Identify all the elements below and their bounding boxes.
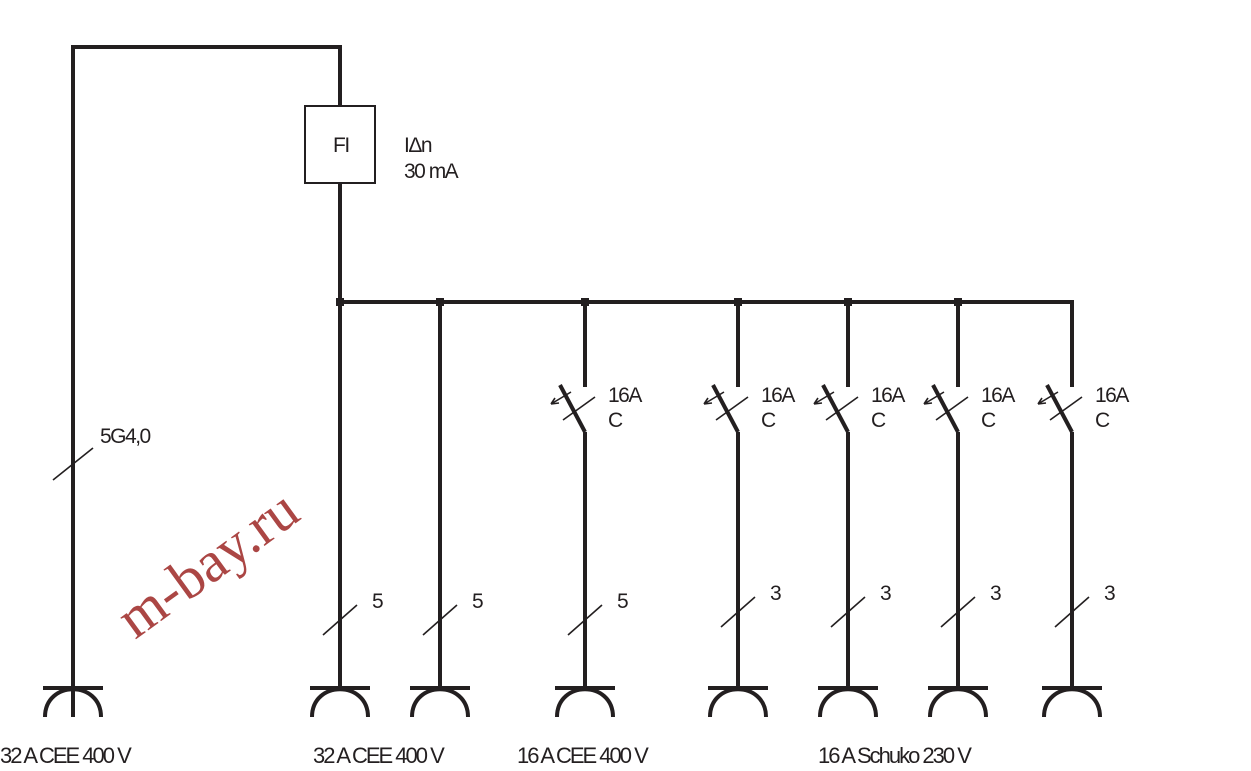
socket-icon bbox=[1042, 687, 1102, 718]
feed-line bbox=[71, 45, 342, 717]
socket-icon bbox=[410, 687, 470, 718]
wire-count: 5 bbox=[372, 590, 383, 613]
rcd-rating-2: 30 mA bbox=[404, 160, 459, 183]
cable-tick bbox=[940, 596, 976, 628]
cable-tick bbox=[52, 447, 94, 481]
breaker-characteristic: C bbox=[608, 409, 623, 432]
arrow-icon bbox=[703, 391, 725, 405]
cable-tick bbox=[422, 604, 458, 636]
arrow-icon bbox=[923, 391, 945, 405]
breaker-contact bbox=[711, 384, 740, 433]
breaker-characteristic: C bbox=[761, 409, 776, 432]
breaker-trip-mark bbox=[1049, 396, 1083, 421]
wire-count: 5 bbox=[472, 590, 483, 613]
wire-count: 5 bbox=[617, 590, 628, 613]
breaker-contact bbox=[931, 384, 960, 433]
rcd-label: FI bbox=[333, 134, 349, 157]
socket-label: 32 A CEE 400 V bbox=[313, 743, 445, 768]
breaker-characteristic: C bbox=[871, 409, 886, 432]
cable-tick bbox=[322, 604, 358, 636]
breaker-rating: 16A bbox=[1095, 384, 1129, 407]
arrow-icon bbox=[813, 391, 835, 405]
socket-icon bbox=[555, 687, 615, 718]
rcd-rating-1: IΔn bbox=[404, 134, 432, 157]
cable-tick bbox=[830, 596, 866, 628]
breaker-contact bbox=[821, 384, 850, 433]
cable-tick bbox=[567, 604, 603, 636]
feed-cable-label: 5G4,0 bbox=[100, 425, 151, 448]
cable-tick bbox=[1054, 596, 1090, 628]
arrow-icon bbox=[550, 391, 572, 405]
socket-icon bbox=[310, 687, 370, 718]
cable-tick bbox=[720, 596, 756, 628]
watermark: m-bay.ru bbox=[104, 476, 310, 650]
breaker-trip-mark bbox=[562, 396, 596, 421]
breaker-contact bbox=[1045, 384, 1074, 433]
breaker-trip-mark bbox=[825, 396, 859, 421]
socket-icon bbox=[928, 687, 988, 718]
arrow-icon bbox=[1037, 391, 1059, 405]
breaker-trip-mark bbox=[935, 396, 969, 421]
socket-icon bbox=[708, 687, 768, 718]
busbar bbox=[338, 300, 1074, 385]
socket-label: 16 A CEE 400 V bbox=[517, 743, 649, 768]
wire-count: 3 bbox=[990, 582, 1001, 605]
breaker-rating: 16A bbox=[608, 384, 642, 407]
wire-count: 3 bbox=[1104, 582, 1115, 605]
breaker-trip-mark bbox=[715, 396, 749, 421]
breaker-characteristic: C bbox=[1095, 409, 1110, 432]
wire-count: 3 bbox=[880, 582, 891, 605]
socket-label: 32 A CEE 400 V bbox=[0, 743, 132, 768]
wire-count: 3 bbox=[770, 582, 781, 605]
breaker-rating: 16A bbox=[761, 384, 795, 407]
breaker-rating: 16A bbox=[871, 384, 905, 407]
breaker-characteristic: C bbox=[981, 409, 996, 432]
socket-icon bbox=[818, 687, 878, 718]
socket-label: 16 A Schuko 230 V bbox=[818, 743, 972, 768]
breaker-rating: 16A bbox=[981, 384, 1015, 407]
breaker-contact bbox=[558, 384, 587, 433]
